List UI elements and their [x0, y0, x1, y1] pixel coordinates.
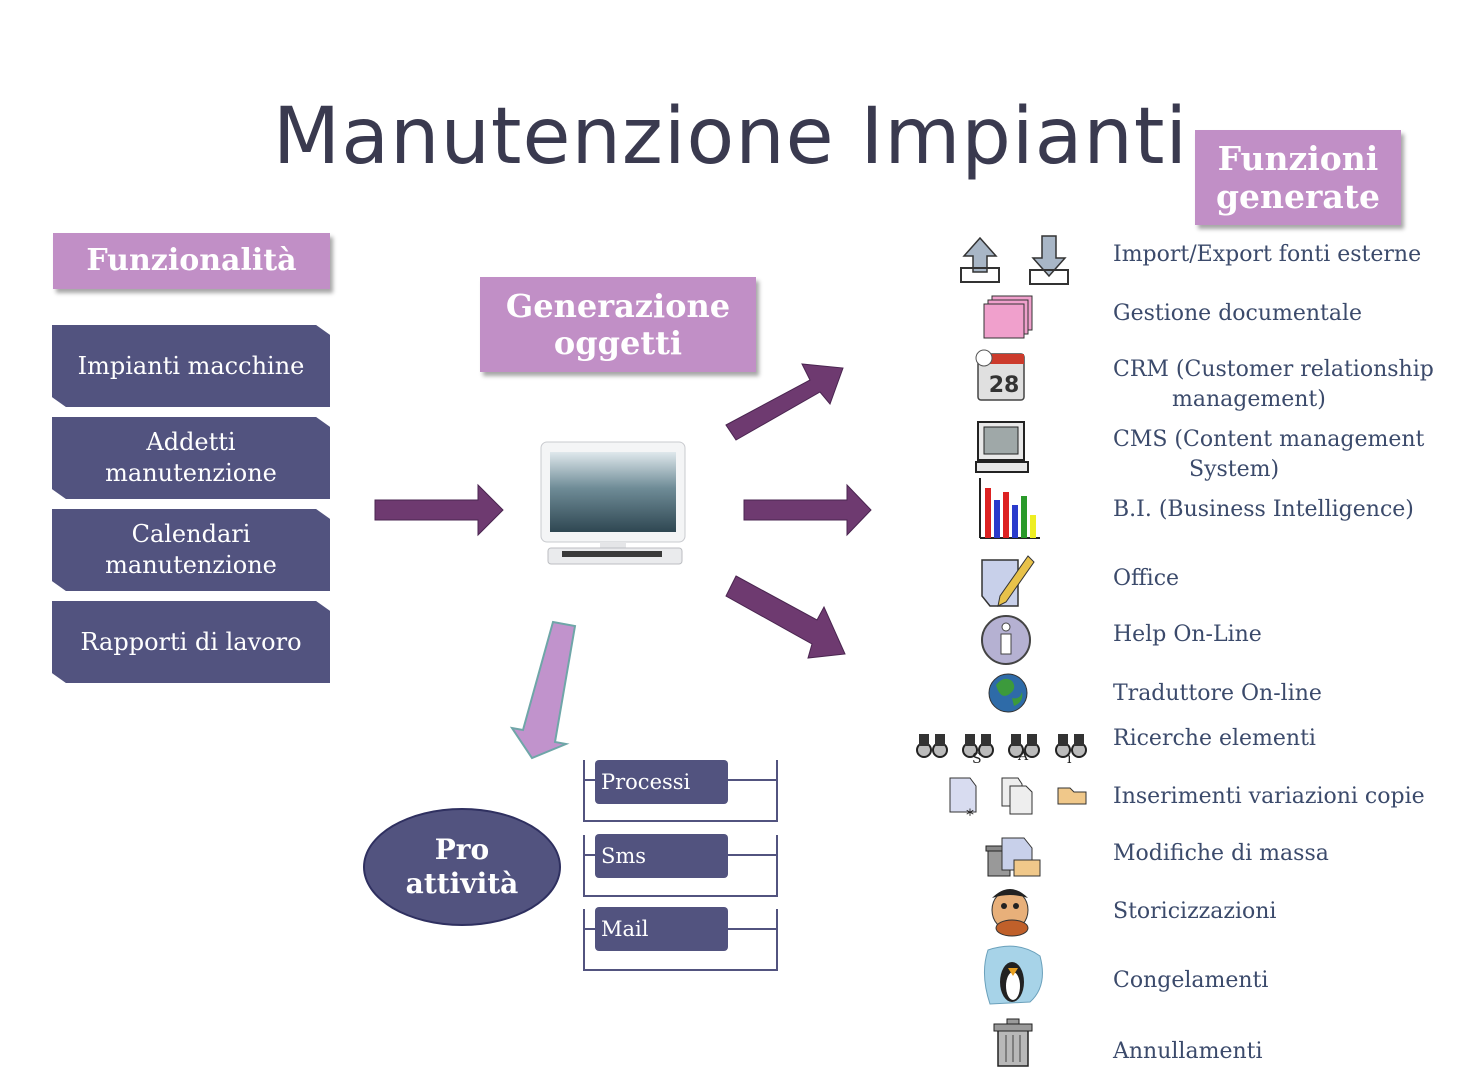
computer-small-icon: [975, 421, 1029, 473]
caveman-icon: [991, 889, 1029, 937]
mass-edit-icon: [985, 837, 1041, 877]
funzionalita-header: Funzionalità: [53, 233, 330, 289]
function-import-export: Import/Export fonti esterne: [1113, 242, 1422, 267]
arrow-down-right: [725, 575, 846, 659]
func-box-rapporti-lavoro: Rapporti di lavoro: [52, 601, 330, 683]
globe-icon: [988, 673, 1028, 713]
binocular-letter-a: A: [1017, 748, 1029, 764]
function-bi: B.I. (Business Intelligence): [1113, 497, 1414, 522]
pro-attivita-node: Pro attività: [363, 808, 561, 926]
trash-icon: [993, 1018, 1033, 1067]
calendar-day-label: 28: [989, 373, 1020, 398]
function-gestione-documentale: Gestione documentale: [1113, 301, 1363, 326]
func-box-addetti-manutenzione: Addetti manutenzione: [52, 417, 330, 499]
page-title: Manutenzione Impianti: [272, 92, 1189, 182]
svg-text:*: *: [966, 805, 974, 824]
generazione-oggetti-header: Generazione oggetti: [480, 277, 756, 372]
calendar-icon: 28: [975, 349, 1025, 401]
activity-sms: Sms: [595, 834, 728, 878]
computer-icon: [540, 441, 686, 565]
documents-icon: [983, 295, 1033, 339]
activity-mail: Mail: [595, 907, 728, 951]
binocular-letter-s: S: [972, 751, 982, 767]
edit-document-icon: [981, 555, 1035, 607]
function-storicizzazioni: Storicizzazioni: [1113, 899, 1277, 924]
arrow-to-computer: [374, 483, 504, 537]
new-copy-icon: *: [949, 777, 1087, 824]
import-export-icon: [960, 235, 1069, 285]
bar-chart-icon: [979, 478, 1040, 539]
func-box-calendari-manutenzione: Calendari manutenzione: [52, 509, 330, 591]
processi-bracket: [583, 760, 778, 822]
function-traduttore: Traduttore On-line: [1113, 681, 1322, 706]
function-help-online: Help On-Line: [1113, 622, 1262, 647]
function-congelamenti: Congelamenti: [1113, 968, 1269, 993]
info-icon: [981, 615, 1031, 665]
func-box-impianti-macchine: Impianti macchine: [52, 325, 330, 407]
arrow-right: [743, 483, 872, 537]
function-cms: CMS (Content management System): [1113, 427, 1425, 482]
binoculars-icon: S A i: [916, 734, 1087, 767]
funzioni-generate-header: Funzioni generate: [1195, 130, 1401, 225]
mail-bracket: [583, 909, 778, 971]
function-icons: 28: [916, 235, 1087, 1067]
function-annullamenti: Annullamenti: [1113, 1039, 1263, 1064]
penguin-icon: [984, 945, 1043, 1005]
function-inserimenti: Inserimenti variazioni copie: [1113, 784, 1425, 809]
activity-processi: Processi: [595, 760, 728, 804]
arrow-to-pro-attivita: [509, 620, 577, 760]
function-modifiche-massa: Modifiche di massa: [1113, 841, 1329, 866]
arrow-up-right: [725, 363, 844, 441]
sms-bracket: [583, 835, 778, 897]
function-crm: CRM (Customer relationship management): [1113, 357, 1434, 412]
binocular-letter-i: i: [1067, 751, 1072, 767]
function-ricerche: Ricerche elementi: [1113, 726, 1316, 751]
function-office: Office: [1113, 566, 1180, 591]
